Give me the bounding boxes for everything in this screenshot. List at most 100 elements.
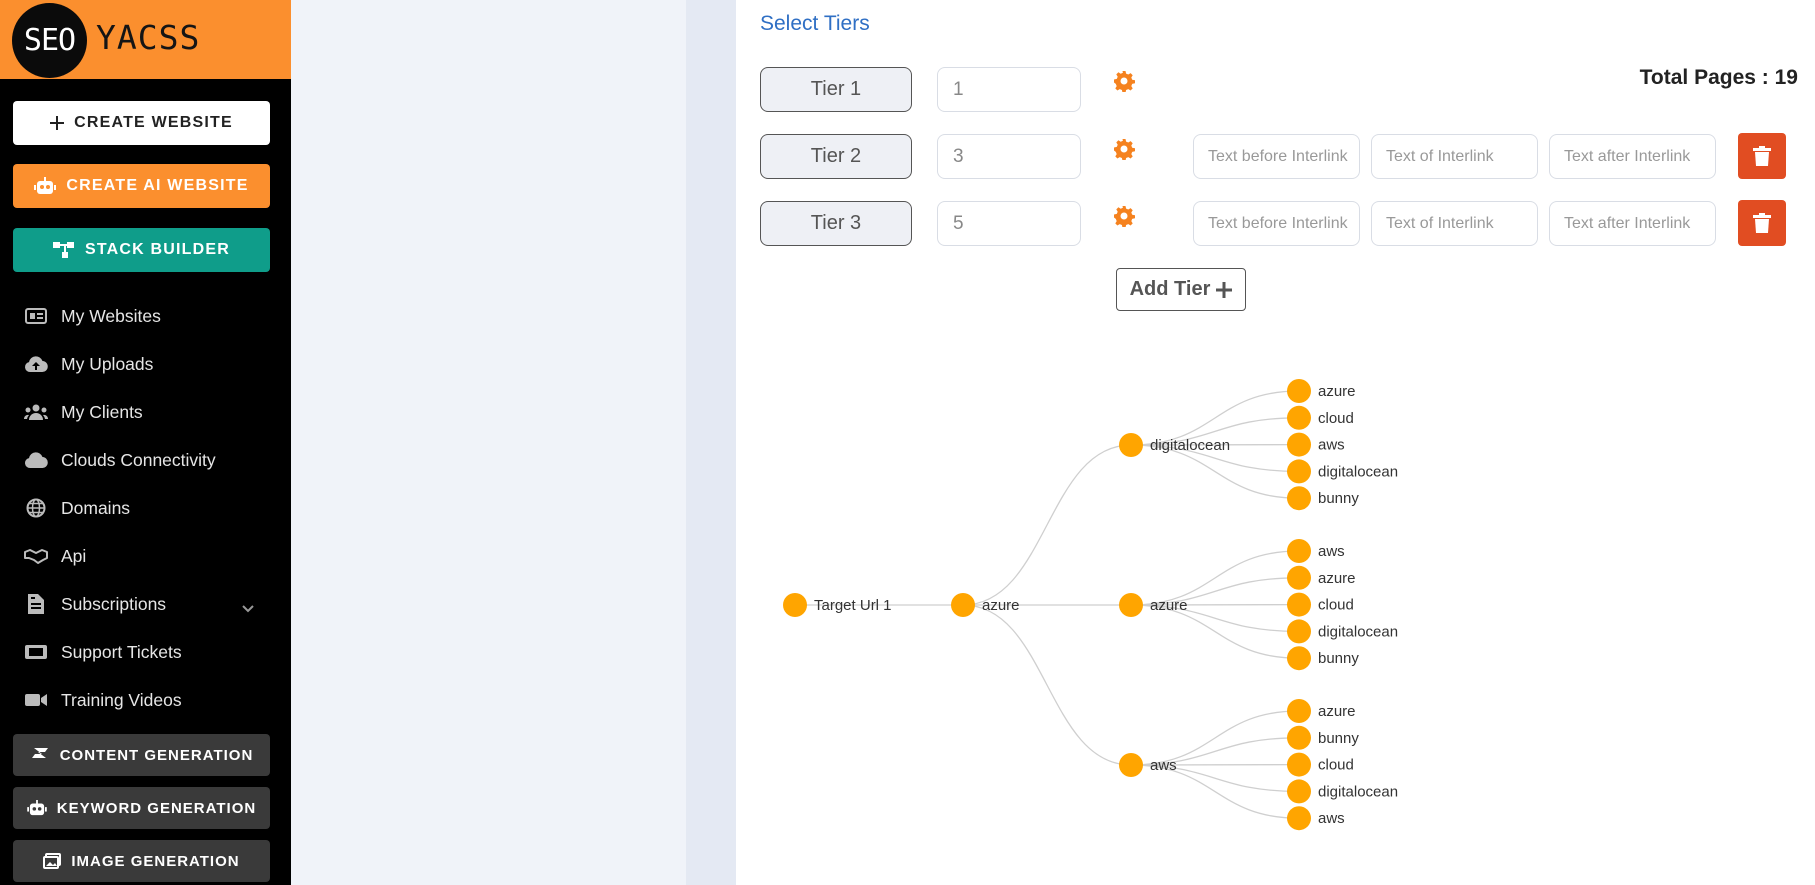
keyword-generation-button[interactable]: KEYWORD GENERATION	[13, 787, 270, 829]
tree-node[interactable]	[1287, 592, 1311, 617]
tree-node-label: azure	[1150, 597, 1188, 614]
nav-training-videos[interactable]: Training Videos	[24, 685, 264, 715]
tier-2-count-input[interactable]: 3	[937, 134, 1081, 179]
stack-builder-button[interactable]: STACK BUILDER	[13, 228, 270, 272]
tree-link	[1130, 444, 1300, 473]
tree-node-label: Target Url 1	[814, 597, 892, 614]
text-before-interlink-input[interactable]: Text before Interlink	[1193, 201, 1360, 246]
create-ai-website-button[interactable]: CREATE AI WEBSITE	[13, 164, 270, 208]
stack-builder-label: STACK BUILDER	[84, 241, 231, 258]
create-website-label: CREATE WEBSITE	[74, 114, 233, 131]
main-content: Select Tiers Total Pages : 19 Tier 1 1 T…	[736, 0, 1815, 885]
tree-link	[1130, 604, 1300, 659]
content-generation-button[interactable]: CONTENT GENERATION	[13, 734, 270, 776]
tree-node[interactable]	[1287, 725, 1311, 750]
tier-1-gear-icon[interactable]	[1113, 70, 1135, 97]
add-tier-label: Add Tier	[1129, 278, 1211, 300]
image-generation-button[interactable]: IMAGE GENERATION	[13, 840, 270, 882]
nav-label: Subscriptions	[61, 593, 167, 614]
nav-label: Clouds Connectivity	[61, 449, 216, 470]
tier-1-count-input[interactable]: 1	[937, 67, 1081, 112]
create-website-button[interactable]: CREATE WEBSITE	[13, 101, 270, 145]
text-after-interlink-input[interactable]: Text after Interlink	[1549, 134, 1716, 179]
create-ai-website-label: CREATE AI WEBSITE	[66, 177, 249, 194]
add-tier-button[interactable]: Add Tier	[1116, 268, 1246, 311]
file-invoice-icon	[24, 594, 48, 614]
text-after-interlink-input[interactable]: Text after Interlink	[1549, 201, 1716, 246]
tree-node-label: azure	[982, 597, 1020, 614]
tree-node-label: aws	[1150, 757, 1177, 774]
tree-node-label: azure	[1318, 570, 1356, 587]
plus-icon	[50, 116, 65, 130]
chevron-down-icon[interactable]	[242, 597, 254, 618]
tree-node-label: digitalocean	[1318, 463, 1398, 480]
video-icon	[24, 690, 48, 710]
nav-label: My Websites	[61, 305, 161, 326]
logo[interactable]: SEO YACSS	[0, 0, 291, 79]
tree-node-label: cloud	[1318, 597, 1354, 614]
tree-node[interactable]	[1287, 779, 1311, 804]
text-of-interlink-input[interactable]: Text of Interlink	[1371, 201, 1538, 246]
tree-node[interactable]	[1287, 539, 1311, 563]
tree-node-label: bunny	[1318, 650, 1359, 667]
text-before-interlink-input[interactable]: Text before Interlink	[1193, 134, 1360, 179]
tree-node[interactable]	[1287, 806, 1311, 831]
tree-node-label: digitalocean	[1318, 783, 1398, 800]
tree-link	[1130, 444, 1300, 499]
nav-label: Training Videos	[61, 689, 182, 710]
tree-node-label: aws	[1318, 810, 1345, 827]
text-of-interlink-input[interactable]: Text of Interlink	[1371, 134, 1538, 179]
tree-link	[1130, 764, 1300, 793]
tree-node[interactable]	[1119, 753, 1143, 777]
plus-icon	[1216, 281, 1233, 298]
tree-node[interactable]	[1287, 699, 1311, 723]
tier-2-gear-icon[interactable]	[1113, 138, 1135, 165]
cloud-icon	[24, 450, 48, 470]
nav-subscriptions[interactable]: Subscriptions	[24, 589, 264, 619]
tree-node[interactable]	[1287, 486, 1311, 511]
tree-node[interactable]	[783, 593, 807, 617]
tree-node-label: digitalocean	[1318, 623, 1398, 640]
tree-link	[962, 604, 1132, 766]
globe-icon	[24, 498, 48, 518]
tree-node-label: aws	[1318, 437, 1345, 454]
tier-3-gear-icon[interactable]	[1113, 205, 1135, 232]
nav-api[interactable]: Api	[24, 541, 264, 571]
robot-icon	[27, 800, 47, 816]
tree-node[interactable]	[1287, 646, 1311, 671]
total-pages: Total Pages : 19	[1639, 66, 1798, 89]
nav-domains[interactable]: Domains	[24, 493, 264, 523]
delete-tier-2-button[interactable]	[1738, 133, 1786, 179]
tree-node[interactable]	[1287, 405, 1311, 430]
logo-text: YACSS	[96, 18, 201, 57]
nav-label: Domains	[61, 497, 131, 518]
nav-my-clients[interactable]: My Clients	[24, 397, 264, 427]
nav-my-websites[interactable]: My Websites	[24, 301, 264, 331]
tree-link	[1130, 390, 1300, 446]
tree-node[interactable]	[1287, 752, 1311, 777]
nav-support-tickets[interactable]: Support Tickets	[24, 637, 264, 667]
websites-icon	[24, 306, 48, 326]
tree-link	[1130, 764, 1300, 819]
tree-node[interactable]	[1287, 379, 1311, 403]
users-icon	[24, 402, 48, 422]
delete-tier-3-button[interactable]	[1738, 200, 1786, 246]
images-icon	[43, 853, 62, 869]
nav-clouds-connectivity[interactable]: Clouds Connectivity	[24, 445, 264, 475]
tree-link	[1130, 737, 1300, 766]
tier-2-label: Tier 2	[760, 134, 912, 179]
tree-node[interactable]	[1287, 619, 1311, 644]
tree-node[interactable]	[1119, 593, 1143, 617]
tree-node[interactable]	[1287, 565, 1311, 590]
tree-node[interactable]	[1287, 432, 1311, 457]
tree-node[interactable]	[1119, 433, 1143, 457]
handshake-icon	[24, 546, 48, 566]
tree-link	[1130, 577, 1300, 606]
tier-3-count-input[interactable]: 5	[937, 201, 1081, 246]
content-icon	[31, 748, 48, 758]
page-title: Select Tiers	[760, 12, 870, 35]
nav-my-uploads[interactable]: My Uploads	[24, 349, 264, 379]
tree-node[interactable]	[951, 593, 975, 617]
tree-node[interactable]	[1287, 459, 1311, 484]
sitemap-icon	[52, 242, 74, 258]
